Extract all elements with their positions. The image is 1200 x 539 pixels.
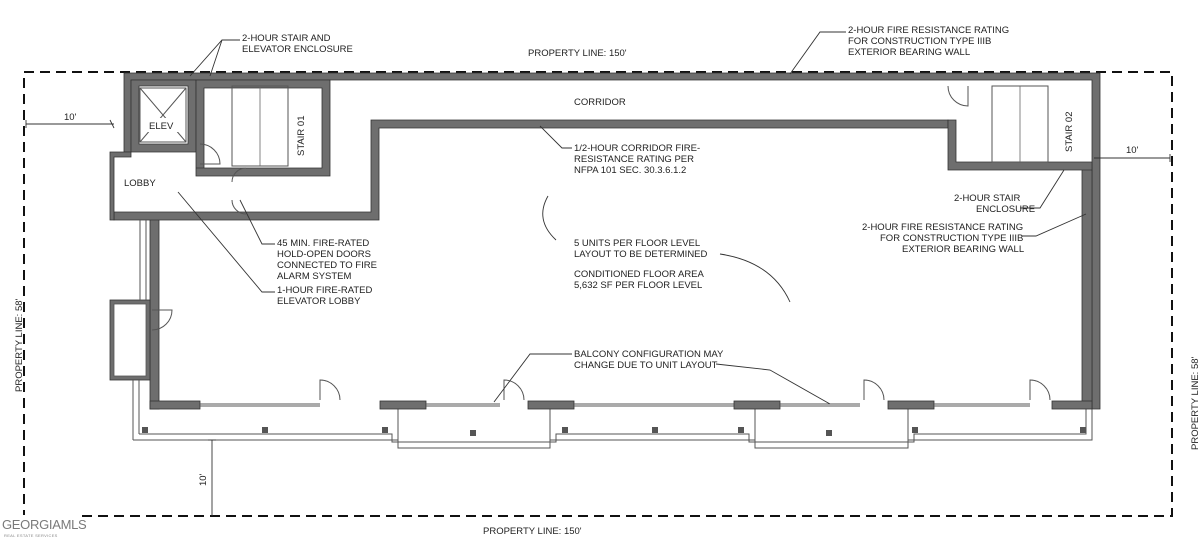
- setback-left-label: 10': [64, 112, 77, 123]
- stair-02-label: STAIR 02: [1064, 112, 1075, 152]
- elevator-cross-b: [139, 87, 187, 143]
- svg-text:FOR CONSTRUCTION TYPE IIIB: FOR CONSTRUCTION TYPE IIIB: [848, 36, 991, 47]
- setback-bottom-label: 10': [198, 473, 209, 486]
- svg-text:ENCLOSURE: ENCLOSURE: [976, 204, 1035, 215]
- elevator-label-bg: [146, 118, 180, 132]
- leader-balcony-right: [715, 363, 831, 405]
- balcony-outline-inner: [139, 409, 1087, 443]
- door-swings: [151, 85, 1051, 401]
- logo-tagline: REAL ESTATE SERVICES: [4, 533, 58, 538]
- svg-text:CONDITIONED FLOOR AREA: CONDITIONED FLOOR AREA: [574, 269, 705, 280]
- svg-text:HOLD-OPEN DOORS: HOLD-OPEN DOORS: [277, 249, 371, 260]
- stair-02-wall: [947, 119, 1093, 171]
- leader-stair-enclosure: [1020, 169, 1065, 209]
- svg-text:ELEVATOR ENCLOSURE: ELEVATOR ENCLOSURE: [242, 44, 353, 55]
- note-floor-area: CONDITIONED FLOOR AREA 5,632 SF PER FLOO…: [574, 269, 705, 291]
- leader-exterior-wall-right: [1022, 213, 1087, 237]
- property-line-left-label: PROPERTY LINE: 58': [14, 298, 25, 392]
- elevator-cab: [139, 87, 187, 143]
- stair-01-label: STAIR 01: [296, 116, 307, 156]
- leader-exterior-wall-top: [789, 31, 846, 75]
- svg-text:1-HOUR FIRE-RATED: 1-HOUR FIRE-RATED: [277, 285, 372, 296]
- note-stair-enclosure: 2-HOUR STAIR ENCLOSURE: [954, 193, 1035, 215]
- svg-text:LAYOUT TO BE DETERMINED: LAYOUT TO BE DETERMINED: [574, 249, 708, 260]
- note-units-per-floor: 5 UNITS PER FLOOR LEVEL LAYOUT TO BE DET…: [574, 238, 708, 260]
- arc-units-right: [719, 253, 791, 303]
- svg-text:ELEVATOR LOBBY: ELEVATOR LOBBY: [277, 296, 361, 307]
- svg-text:EXTERIOR BEARING WALL: EXTERIOR BEARING WALL: [902, 244, 1024, 255]
- svg-text:CONNECTED TO FIRE: CONNECTED TO FIRE: [277, 260, 377, 271]
- bottom-wall-seg-3: [527, 400, 575, 410]
- right-exterior-wall: [1081, 167, 1093, 409]
- property-line-bottom-label: PROPERTY LINE: 150': [483, 526, 582, 537]
- setback-right-dim: [1094, 154, 1171, 162]
- property-line-right-label: PROPERTY LINE: 58': [1190, 356, 1200, 450]
- note-stair-elev-enclosure: 2-HOUR STAIR AND ELEVATOR ENCLOSURE: [242, 33, 353, 55]
- georgia-mls-logo: GEORGIAMLS REAL ESTATE SERVICES: [0, 515, 87, 539]
- svg-text:2-HOUR STAIR AND: 2-HOUR STAIR AND: [242, 33, 331, 44]
- leader-elevator-lobby: [177, 191, 275, 293]
- svg-text:BALCONY CONFIGURATION MAY: BALCONY CONFIGURATION MAY: [574, 349, 724, 360]
- leader-corridor-rating: [539, 125, 572, 149]
- svg-text:ALARM SYSTEM: ALARM SYSTEM: [277, 271, 352, 282]
- leader-fire-doors: [239, 199, 275, 245]
- svg-text:NFPA 101 SEC. 30.3.6.1.2: NFPA 101 SEC. 30.3.6.1.2: [574, 165, 686, 176]
- svg-text:45 MIN. FIRE-RATED: 45 MIN. FIRE-RATED: [277, 238, 369, 249]
- svg-text:CHANGE DUE TO UNIT LAYOUT: CHANGE DUE TO UNIT LAYOUT: [574, 360, 718, 371]
- leader-balcony-left: [493, 353, 572, 403]
- left-exterior-wall-lower: [149, 215, 160, 410]
- svg-text:2-HOUR FIRE RESISTANCE RATING: 2-HOUR FIRE RESISTANCE RATING: [862, 222, 1023, 233]
- svg-text:5 UNITS PER FLOOR LEVEL: 5 UNITS PER FLOOR LEVEL: [574, 238, 700, 249]
- note-balcony: BALCONY CONFIGURATION MAY CHANGE DUE TO …: [574, 349, 724, 371]
- balcony-outline-outer: [133, 409, 1093, 449]
- lobby-wall: [109, 151, 132, 221]
- property-line-boundary: [23, 71, 1173, 517]
- stair-01-wall: [195, 79, 331, 177]
- svg-text:RESISTANCE RATING PER: RESISTANCE RATING PER: [574, 154, 694, 165]
- note-exterior-wall-right: 2-HOUR FIRE RESISTANCE RATING FOR CONSTR…: [862, 222, 1024, 255]
- note-corridor-rating: 1/2-HOUR CORRIDOR FIRE- RESISTANCE RATIN…: [574, 143, 700, 176]
- stair-02-treads: [991, 85, 1049, 163]
- property-line-top-label: PROPERTY LINE: 150': [528, 48, 627, 59]
- left-entry-inner: [113, 303, 147, 377]
- elevator-shaft-wall: [130, 79, 197, 153]
- logo-name: GEORGIAMLS: [2, 517, 87, 532]
- bottom-wall-seg-5: [887, 400, 935, 410]
- svg-text:FOR CONSTRUCTION TYPE IIIB: FOR CONSTRUCTION TYPE IIIB: [880, 233, 1023, 244]
- balcony-posts: [142, 427, 1086, 436]
- elevator-label: ELEV: [149, 121, 174, 132]
- leader-stair-elev: [189, 39, 240, 77]
- bottom-wall-seg-4: [733, 400, 781, 410]
- corridor-label: CORRIDOR: [574, 97, 626, 108]
- stair-01-treads: [231, 85, 289, 167]
- setback-left-dim: [25, 119, 115, 129]
- note-fire-doors: 45 MIN. FIRE-RATED HOLD-OPEN DOORS CONNE…: [277, 238, 377, 282]
- svg-text:5,632 SF PER FLOOR LEVEL: 5,632 SF PER FLOOR LEVEL: [574, 280, 702, 291]
- setback-bottom-dim: [208, 439, 216, 516]
- setback-right-label: 10': [1126, 145, 1139, 156]
- bottom-wall-left: [149, 400, 201, 410]
- svg-text:EXTERIOR BEARING WALL: EXTERIOR BEARING WALL: [848, 47, 970, 58]
- note-exterior-wall-top: 2-HOUR FIRE RESISTANCE RATING FOR CONSTR…: [848, 25, 1009, 58]
- arc-units-left: [542, 195, 557, 241]
- bottom-wall-right: [1051, 400, 1093, 410]
- svg-text:2-HOUR STAIR: 2-HOUR STAIR: [954, 193, 1020, 204]
- svg-text:2-HOUR FIRE RESISTANCE RATING: 2-HOUR FIRE RESISTANCE RATING: [848, 25, 1009, 36]
- svg-text:1/2-HOUR CORRIDOR FIRE-: 1/2-HOUR CORRIDOR FIRE-: [574, 143, 700, 154]
- lobby-label: LOBBY: [124, 178, 156, 189]
- bottom-wall-seg-2: [379, 400, 427, 410]
- note-elevator-lobby: 1-HOUR FIRE-RATED ELEVATOR LOBBY: [277, 285, 372, 307]
